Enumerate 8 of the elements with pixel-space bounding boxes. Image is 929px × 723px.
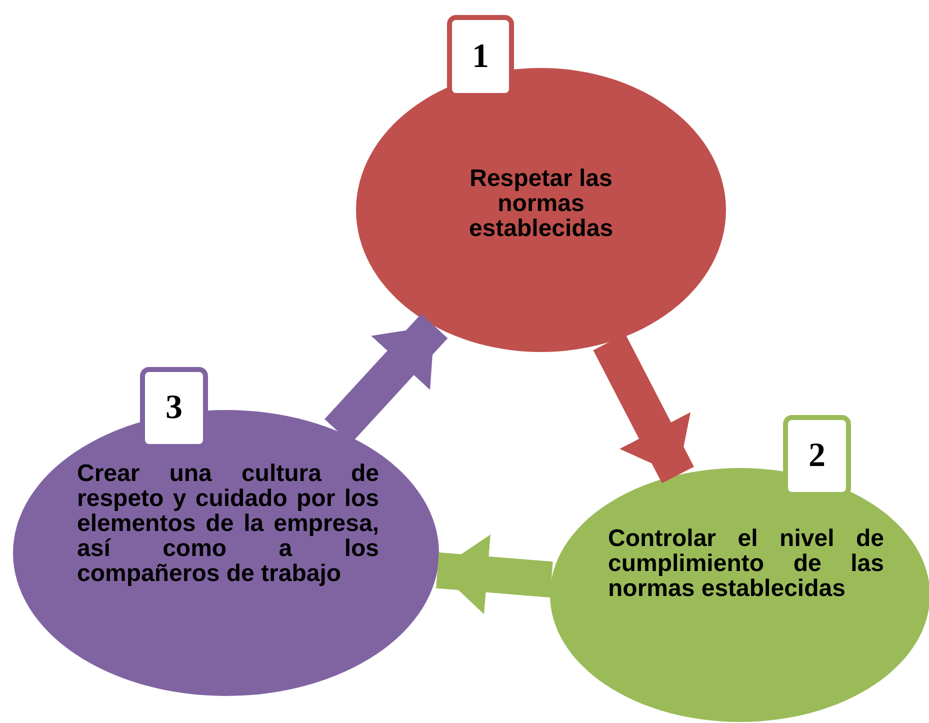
step-text: Controlar el nivel de cumplimiento de las normas establecidas: [608, 526, 884, 601]
step-text: Respetar las normas establecidas: [468, 166, 614, 241]
step-text: Crear una cultura de respeto y cuidado por los elementos de la empresa, así como a los compañeros de trabajo: [77, 461, 379, 586]
step-number: 2: [808, 437, 826, 475]
step-number: 1: [472, 38, 489, 76]
step-number: 3: [166, 389, 182, 427]
block-arrow: [593, 334, 694, 484]
block-arrow: [436, 534, 553, 614]
